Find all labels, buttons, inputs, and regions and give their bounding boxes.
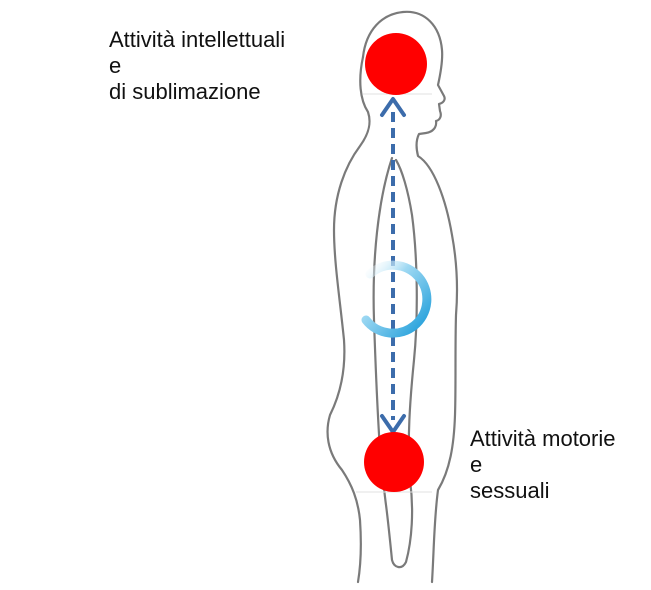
arm-outline [374,158,417,567]
lower-label-line-1: Attività motorie [470,426,616,452]
upper-label-line-2: e [109,53,285,79]
lower-energy-center [364,432,424,492]
lower-label-line-3: sessuali [470,478,616,504]
upper-label-line-1: Attività intellettuali [109,27,285,53]
body-outline [363,12,457,582]
upper-label-line-3: di sublimazione [109,79,285,105]
lower-center-label: Attività motorie e sessuali [470,426,616,504]
upper-center-label: Attività intellettuali e di sublimazione [109,27,285,105]
upper-energy-center [365,33,427,95]
lower-label-line-2: e [470,452,616,478]
